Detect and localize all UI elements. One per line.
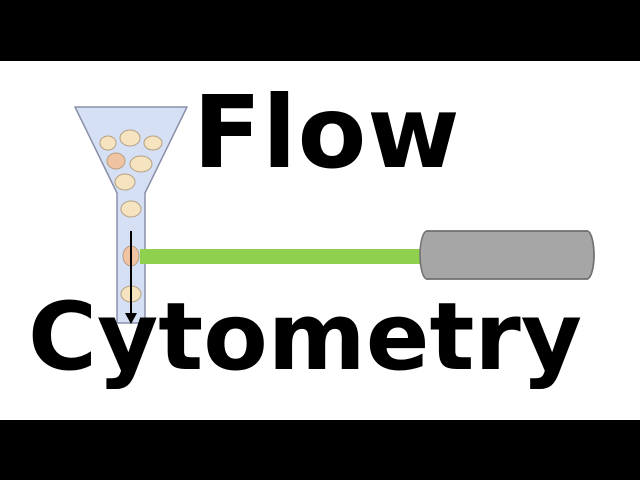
cell-icon xyxy=(115,174,135,190)
title-word-cytometry: Cytometry xyxy=(28,291,582,385)
laser-beam-icon xyxy=(140,249,432,264)
cell-icon xyxy=(130,156,152,172)
cell-icon xyxy=(144,136,162,150)
letterbox-top xyxy=(0,0,640,61)
cell-icon xyxy=(120,130,140,146)
cell-icon xyxy=(121,201,141,217)
laser-source-icon xyxy=(420,231,594,279)
letterbox-bottom xyxy=(0,420,640,480)
title-card: Flow Cytometry xyxy=(0,61,640,420)
cell-icon xyxy=(100,136,116,150)
cell-icon xyxy=(107,153,125,169)
title-word-flow: Flow xyxy=(193,83,461,183)
